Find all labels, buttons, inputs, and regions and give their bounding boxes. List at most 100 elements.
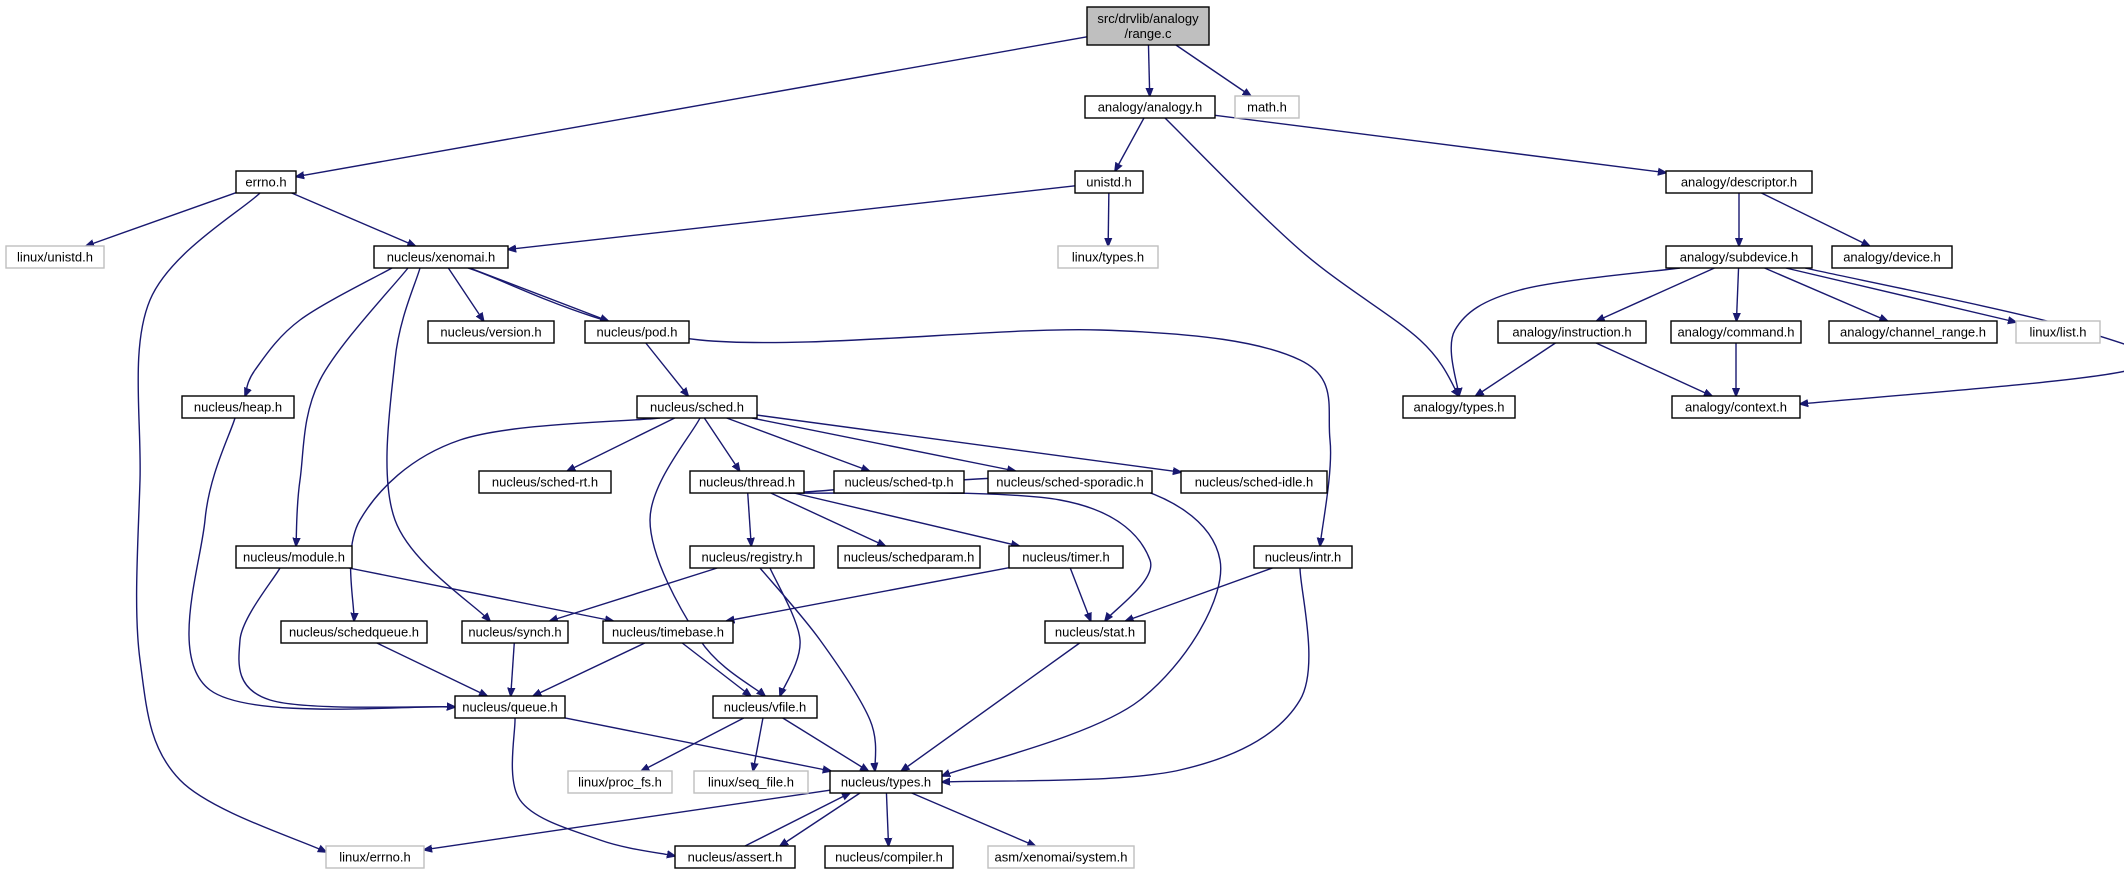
node-linux-unistd: linux/unistd.h [5,245,105,269]
node-command[interactable]: analogy/command.h [1670,320,1802,344]
edge-sched-to-sched-rt [567,417,676,471]
node-xenomai[interactable]: nucleus/xenomai.h [373,245,509,269]
edge-thread-to-timer [793,492,1019,546]
edge-vfile-to-nucleus-types [782,717,869,771]
node-pod[interactable]: nucleus/pod.h [584,320,690,344]
node-schedparam[interactable]: nucleus/schedparam.h [837,545,981,569]
node-vfile[interactable]: nucleus/vfile.h [712,695,818,719]
node-channel-range[interactable]: analogy/channel_range.h [1828,320,1998,344]
node-box [987,470,1153,494]
node-timebase[interactable]: nucleus/timebase.h [602,620,734,644]
node-device[interactable]: analogy/device.h [1831,245,1953,269]
node-label: nucleus/sched-rt.h [492,475,598,490]
edge-descriptor-to-device [1761,192,1869,246]
node-label: nucleus/timebase.h [612,625,724,640]
node-box [1044,620,1146,644]
node-assert[interactable]: nucleus/assert.h [674,845,796,869]
edge-unistd-to-xenomai [508,185,1076,250]
node-label: linux/unistd.h [17,250,93,265]
node-label: nucleus/thread.h [699,475,795,490]
edge-intr-to-nucleus-types [942,567,1310,782]
node-label: linux/types.h [1072,250,1144,265]
node-schedqueue[interactable]: nucleus/schedqueue.h [280,620,428,644]
node-errno[interactable]: errno.h [235,170,297,194]
node-box [674,845,796,869]
nodes-layer: src/drvlib/analogy/range.c analogy/analog… [5,6,2101,869]
node-box [1057,245,1159,269]
edge-subdevice-to-instruction [1596,267,1715,321]
node-thread[interactable]: nucleus/thread.h [689,470,805,494]
node-label: src/drvlib/analogy [1097,11,1199,26]
node-box [373,245,509,269]
node-box [235,545,353,569]
edge-schedqueue-to-queue [376,642,487,696]
node-label: analogy/context.h [1685,400,1787,415]
node-nucleus-types[interactable]: nucleus/types.h [829,770,943,794]
node-root[interactable]: src/drvlib/analogy/range.c [1086,6,1210,46]
node-box [689,545,815,569]
node-box [181,395,295,419]
edge-subdevice-to-context [1800,267,2124,404]
node-label: nucleus/sched-tp.h [844,475,953,490]
node-descriptor[interactable]: analogy/descriptor.h [1665,170,1813,194]
node-label: nucleus/schedqueue.h [289,625,419,640]
node-label: nucleus/stat.h [1055,625,1135,640]
node-context[interactable]: analogy/context.h [1671,395,1801,419]
node-sched-tp[interactable]: nucleus/sched-tp.h [833,470,965,494]
edge-stat-to-nucleus-types [901,642,1081,771]
edge-assert-to-nucleus-types [744,793,850,847]
node-compiler[interactable]: nucleus/compiler.h [824,845,954,869]
node-subdevice[interactable]: analogy/subdevice.h [1665,245,1813,269]
node-version[interactable]: nucleus/version.h [427,320,555,344]
node-analogy-types[interactable]: analogy/types.h [1402,395,1516,419]
edge-module-to-timebase [348,567,613,621]
node-box [693,770,809,794]
node-box [1828,320,1998,344]
edge-timer-to-timebase [726,567,1010,621]
node-box [567,770,673,794]
edge-xenomai-to-heap [245,267,393,396]
node-linux-types: linux/types.h [1057,245,1159,269]
node-label: nucleus/sched-idle.h [1195,475,1314,490]
edge-queue-to-nucleus-types [564,717,831,771]
node-registry[interactable]: nucleus/registry.h [689,545,815,569]
node-sched[interactable]: nucleus/sched.h [636,395,758,419]
node-stat[interactable]: nucleus/stat.h [1044,620,1146,644]
edge-sched-to-sched-tp [726,417,870,471]
edge-nucleus-types-to-assert [780,792,861,846]
node-intr[interactable]: nucleus/intr.h [1253,545,1353,569]
node-box [1008,545,1124,569]
node-instruction[interactable]: analogy/instruction.h [1497,320,1647,344]
edge-sched-to-sched-idle [756,414,1181,472]
edge-thread-to-registry [748,492,752,546]
node-label: analogy/device.h [1843,250,1941,265]
node-box [1831,245,1953,269]
edge-analogy-analogy-to-unistd [1115,117,1145,171]
node-label: analogy/analogy.h [1098,100,1203,115]
node-module[interactable]: nucleus/module.h [235,545,353,569]
node-box [1086,6,1210,46]
node-sched-idle[interactable]: nucleus/sched-idle.h [1180,470,1328,494]
node-box [1074,170,1144,194]
node-synch[interactable]: nucleus/synch.h [461,620,569,644]
edge-nucleus-types-to-linux-errno [424,789,831,850]
node-heap[interactable]: nucleus/heap.h [181,395,295,419]
node-sched-rt[interactable]: nucleus/sched-rt.h [478,470,612,494]
node-timer[interactable]: nucleus/timer.h [1008,545,1124,569]
edge-registry-to-vfile [769,567,801,696]
node-sched-sporadic[interactable]: nucleus/sched-sporadic.h [987,470,1153,494]
node-unistd[interactable]: unistd.h [1074,170,1144,194]
edges-layer [86,36,2124,856]
node-queue[interactable]: nucleus/queue.h [454,695,566,719]
node-box [2015,320,2101,344]
node-box [837,545,981,569]
node-seq-file: linux/seq_file.h [693,770,809,794]
node-box [5,245,105,269]
node-label: nucleus/sched-sporadic.h [996,475,1143,490]
node-label: analogy/descriptor.h [1681,175,1797,190]
edge-errno-to-xenomai [291,192,416,246]
node-label: analogy/channel_range.h [1840,325,1986,340]
node-analogy-analogy[interactable]: analogy/analogy.h [1084,95,1216,119]
node-label: linux/list.h [2029,325,2086,340]
edge-queue-to-assert [511,717,675,856]
